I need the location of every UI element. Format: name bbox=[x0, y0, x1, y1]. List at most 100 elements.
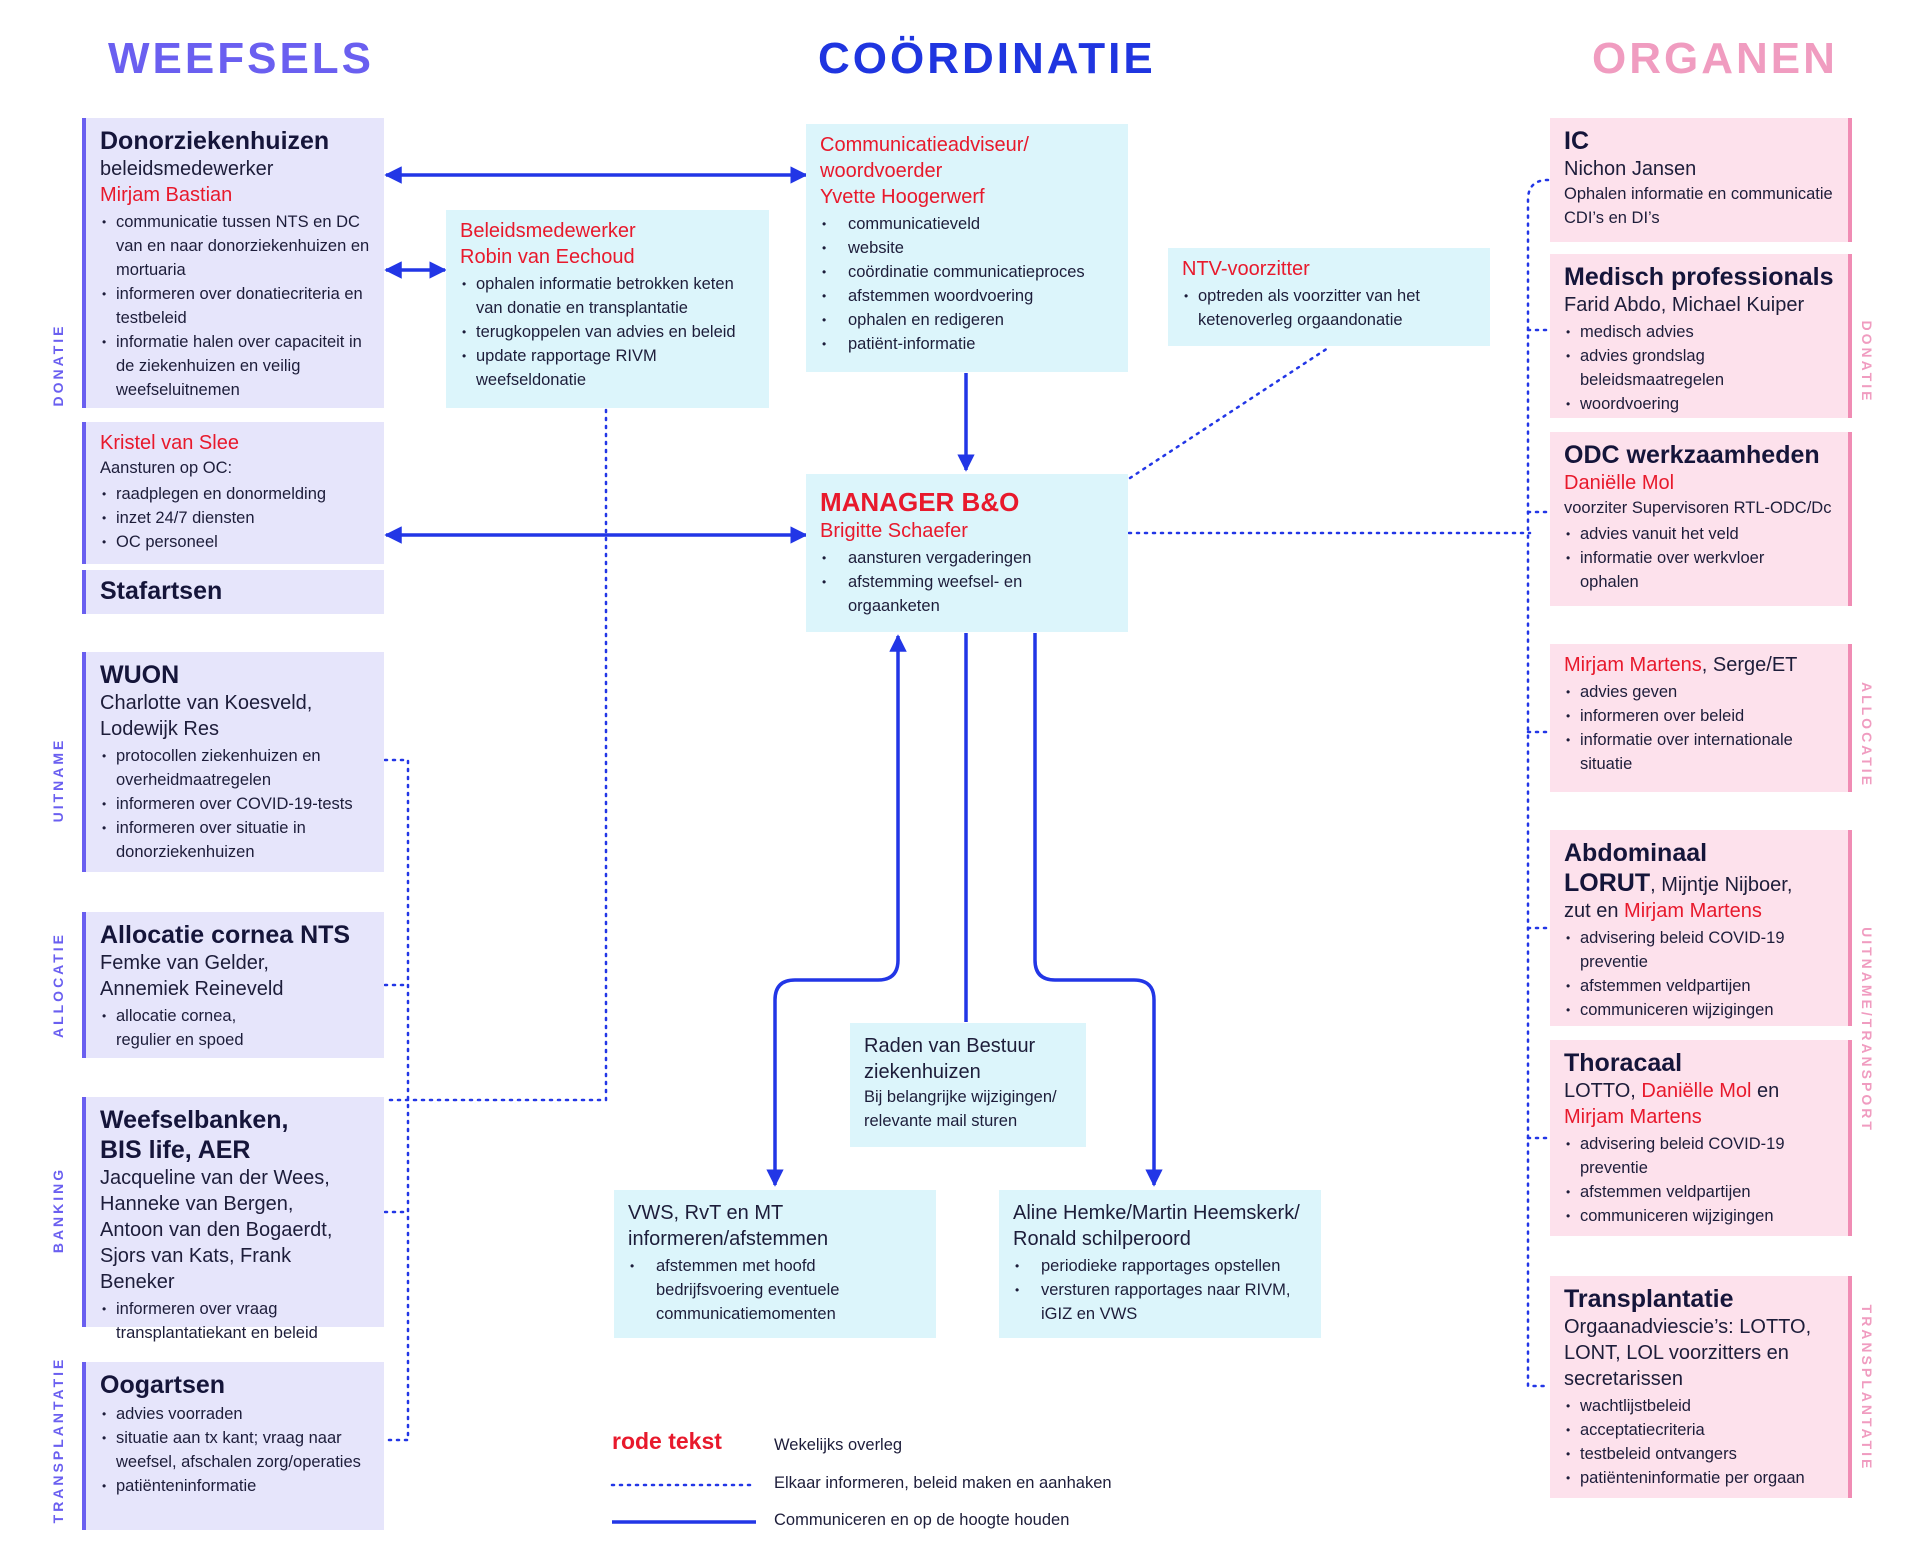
manager-person: Brigitte Schaefer bbox=[820, 520, 968, 542]
thoracaal-title: Thoracaal bbox=[1564, 1049, 1683, 1077]
box-thoracaal: Thoracaal LOTTO, Daniëlle Mol en Mirjam … bbox=[1550, 1040, 1852, 1236]
medisch-bullets: medisch advies advies grondslag beleidsm… bbox=[1564, 320, 1834, 416]
transplantatie-text: secretarissen bbox=[1564, 1368, 1683, 1390]
list-item: optreden als voorzitter van het ketenove… bbox=[1184, 284, 1476, 332]
kristel-bullets: raadplegen en donormelding inzet 24/7 di… bbox=[100, 482, 370, 554]
list-item: informatie over internationale situatie bbox=[1566, 728, 1835, 776]
manager-bullets: aansturen vergaderingen afstemming weefs… bbox=[820, 546, 1114, 618]
box-raden-van-bestuur: Raden van Bestuur ziekenhuizen Bij belan… bbox=[850, 1023, 1086, 1147]
raden-text: Bij belangrijke wijzigingen/ bbox=[864, 1088, 1057, 1106]
abdominaal-names-b: zut en bbox=[1564, 900, 1625, 922]
box-transplantatie: Transplantatie Orgaanadviescie’s: LOTTO,… bbox=[1550, 1276, 1852, 1498]
abdominaal-names-a: , Mijntje Nijboer, bbox=[1650, 874, 1793, 896]
list-item: ophalen en redigeren bbox=[822, 308, 1114, 332]
allocatie-organen-bullets: advies geven informeren over beleid info… bbox=[1564, 680, 1834, 776]
vws-title: informeren/afstemmen bbox=[628, 1228, 829, 1250]
box-medisch-professionals: Medisch professionals Farid Abdo, Michae… bbox=[1550, 254, 1852, 418]
abdominaal-lorut: LORUT bbox=[1564, 869, 1651, 897]
beleid-person: Robin van Eechoud bbox=[460, 246, 635, 268]
list-item: ophalen informatie betrokken keten van d… bbox=[462, 272, 755, 320]
box-weefselbanken: Weefselbanken, BIS life, AER Jacqueline … bbox=[82, 1097, 384, 1342]
list-item: advies geven bbox=[1566, 680, 1834, 704]
list-item: afstemmen veldpartijen bbox=[1566, 974, 1834, 998]
ntv-role: NTV-voorzitter bbox=[1182, 258, 1310, 280]
side-label-transplantatie-right: TRANSPLANTATIE bbox=[1859, 1304, 1875, 1472]
donorziekenhuizen-person: Mirjam Bastian bbox=[100, 184, 233, 206]
legend-red-text: rode tekst bbox=[612, 1428, 722, 1454]
ic-names: Nichon Jansen bbox=[1564, 158, 1697, 180]
list-item: communiceren wijzigingen bbox=[1566, 1204, 1834, 1228]
weefselbanken-name: Sjors van Kats, Frank Beneker bbox=[100, 1245, 292, 1293]
list-item: situatie aan tx kant; vraag naar weefsel… bbox=[102, 1426, 370, 1474]
dotted-beleid-left bbox=[383, 408, 608, 1102]
list-item: acceptatiecriteria bbox=[1566, 1418, 1834, 1442]
medisch-title: Medisch professionals bbox=[1564, 263, 1834, 291]
allocatie-organen-person: Mirjam Martens bbox=[1564, 654, 1702, 676]
list-item: informeren over situatie in donorziekenh… bbox=[102, 816, 370, 864]
weefselbanken-name: Antoon van den Bogaerdt, bbox=[100, 1219, 333, 1241]
list-item: advisering beleid COVID-19 preventie bbox=[1566, 1132, 1810, 1180]
list-item: patiënteninformatie bbox=[102, 1474, 370, 1498]
list-item: website bbox=[822, 236, 1114, 260]
allocatie-bullets: allocatie cornea, regulier en spoed bbox=[100, 1004, 370, 1052]
allocatie-cornea-title: Allocatie cornea NTS bbox=[100, 921, 351, 949]
legend-red-desc: Wekelijks overleg bbox=[774, 1436, 903, 1454]
aline-title: Aline Hemke/Martin Heemskerk/ bbox=[1013, 1202, 1300, 1224]
list-item: afstemmen veldpartijen bbox=[1566, 1180, 1834, 1204]
abdominaal-line: LORUT, Mijntje Nijboer, bbox=[1564, 868, 1834, 898]
allocatie-name: Annemiek Reineveld bbox=[100, 978, 284, 1000]
box-donorziekenhuizen: Donorziekenhuizen beleidsmedewerker Mirj… bbox=[82, 118, 384, 408]
communicatie-role: Communicatieadviseur/ bbox=[820, 134, 1029, 156]
list-item: versturen rapportages naar RIVM, iGIZ en… bbox=[1015, 1278, 1307, 1326]
transplantatie-bullets: wachtlijstbeleid acceptatiecriteria test… bbox=[1564, 1394, 1834, 1490]
abdominaal-title: Abdominaal bbox=[1564, 839, 1708, 867]
kristel-person: Kristel van Slee bbox=[100, 432, 239, 454]
thoracaal-person: Mirjam Martens bbox=[1564, 1106, 1702, 1128]
list-item: advies grondslag beleidsmaatregelen bbox=[1566, 344, 1750, 392]
oogartsen-bullets: advies voorraden situatie aan tx kant; v… bbox=[100, 1402, 370, 1498]
list-item: coördinatie communicatieproces bbox=[822, 260, 1114, 284]
arrow-manager-aline bbox=[1033, 633, 1163, 1187]
legend-solid-desc: Communiceren en op de hoogte houden bbox=[774, 1511, 1070, 1529]
box-stafartsen: Stafartsen bbox=[82, 570, 384, 614]
odc-title: ODC werkzaamheden bbox=[1564, 441, 1820, 469]
list-item: communiceren wijzigingen bbox=[1566, 998, 1834, 1022]
thoracaal-names-b: en bbox=[1751, 1080, 1780, 1102]
list-item: wachtlijstbeleid bbox=[1566, 1394, 1834, 1418]
list-item: afstemmen met hoofd bedrijfsvoering even… bbox=[630, 1254, 881, 1326]
list-item: informatie over werkvloer ophalen bbox=[1566, 546, 1795, 594]
donorziekenhuizen-title: Donorziekenhuizen bbox=[100, 127, 330, 155]
list-item: patiënteninformatie per orgaan bbox=[1566, 1466, 1834, 1490]
list-item: periodieke rapportages opstellen bbox=[1015, 1254, 1307, 1278]
kristel-role: Aansturen op OC: bbox=[100, 459, 233, 477]
weefselbanken-title: BIS life, AER bbox=[100, 1136, 251, 1164]
dotted-right-vertical bbox=[1526, 178, 1550, 1388]
thoracaal-names-a: LOTTO, bbox=[1564, 1080, 1642, 1102]
list-item: update rapportage RIVM weefseldonatie bbox=[462, 344, 755, 392]
wuon-name: Charlotte van Koesveld, bbox=[100, 692, 313, 714]
donorziekenhuizen-role: beleidsmedewerker bbox=[100, 158, 274, 180]
list-item: inzet 24/7 diensten bbox=[102, 506, 370, 530]
odc-role: voorziter Supervisoren RTL-ODC/Dc bbox=[1564, 499, 1832, 517]
raden-title: ziekenhuizen bbox=[864, 1061, 981, 1083]
list-item: woordvoering bbox=[1566, 392, 1834, 416]
heading-organen: ORGANEN bbox=[1592, 34, 1838, 83]
weefselbanken-name: Jacqueline van der Wees, bbox=[100, 1167, 330, 1189]
wuon-name: Lodewijk Res bbox=[100, 718, 219, 740]
list-item: informeren over donatiecriteria en testb… bbox=[102, 282, 370, 330]
wuon-bullets: protocollen ziekenhuizen en overheidmaat… bbox=[100, 744, 370, 864]
thoracaal-bullets: advisering beleid COVID-19 preventie afs… bbox=[1564, 1132, 1834, 1228]
box-vws: VWS, RvT en MT informeren/afstemmen afst… bbox=[614, 1190, 936, 1338]
heading-coordinatie: COÖRDINATIE bbox=[818, 34, 1156, 83]
list-item: informeren over beleid bbox=[1566, 704, 1834, 728]
list-item: testbeleid ontvangers bbox=[1566, 1442, 1834, 1466]
side-label-transplantatie-left: TRANSPLANTATIE bbox=[50, 1356, 66, 1524]
aline-bullets: periodieke rapportages opstellen verstur… bbox=[1013, 1254, 1307, 1326]
vws-bullets: afstemmen met hoofd bedrijfsvoering even… bbox=[628, 1254, 922, 1326]
dotted-left-vertical bbox=[383, 758, 410, 1442]
list-item: advisering beleid COVID-19 preventie bbox=[1566, 926, 1810, 974]
box-ic: IC Nichon Jansen Ophalen informatie en c… bbox=[1550, 118, 1852, 242]
transplantatie-text: Orgaanadviescie’s: LOTTO, bbox=[1564, 1316, 1812, 1338]
vws-title: VWS, RvT en MT bbox=[628, 1202, 784, 1224]
